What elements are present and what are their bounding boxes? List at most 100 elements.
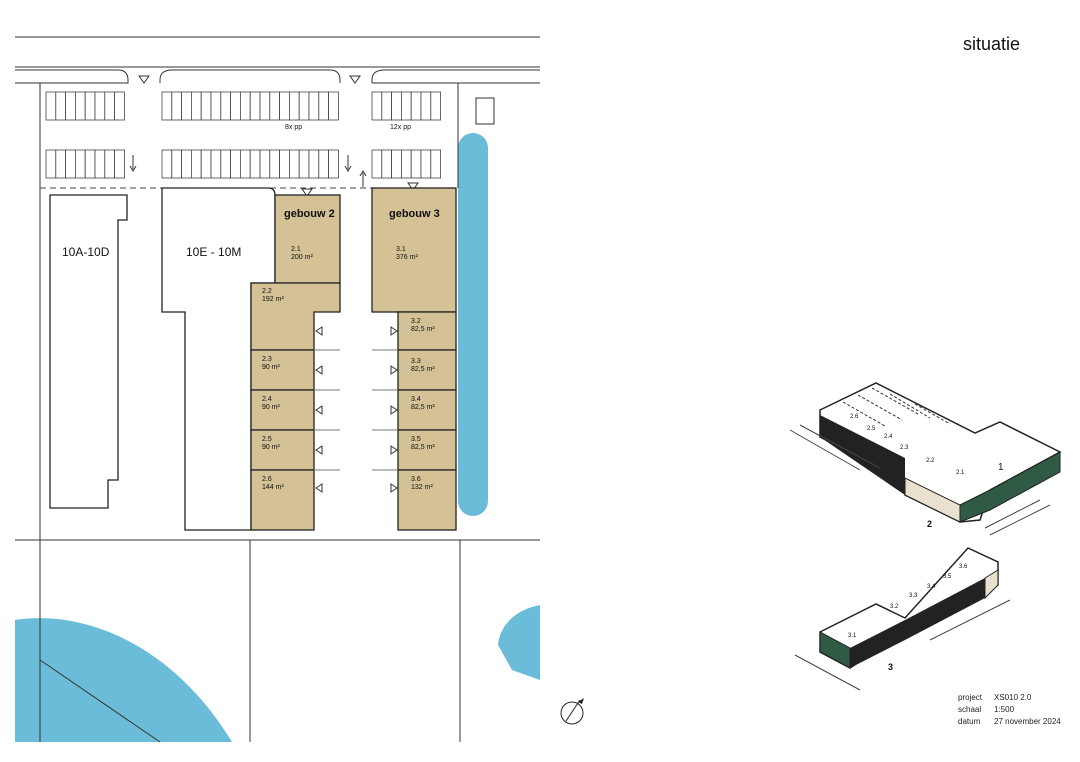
parking-space xyxy=(200,91,212,121)
parking-space xyxy=(328,91,339,121)
unit-label: 2.6 xyxy=(262,476,272,483)
unit-label: 2.3 xyxy=(262,356,272,363)
info-key: datum xyxy=(958,717,981,726)
entrance-marker xyxy=(390,326,398,336)
entrance-marker xyxy=(315,483,323,493)
unit-label: 2.1 xyxy=(291,246,301,253)
unit-label: 3.5 xyxy=(411,436,421,443)
entrance-marker xyxy=(390,483,398,493)
parking-space xyxy=(84,149,96,179)
parking-space xyxy=(220,91,232,121)
gebouw-2-label: gebouw 2 xyxy=(284,208,335,220)
parking-space xyxy=(200,149,212,179)
water-strip xyxy=(458,133,488,516)
unit-label: 200 m² xyxy=(291,254,313,261)
parking-space xyxy=(45,91,57,121)
iso-building-3 xyxy=(794,547,1011,691)
parking-space xyxy=(381,149,392,179)
parking-space xyxy=(104,91,116,121)
iso-unit-label: 3.5 xyxy=(943,574,952,580)
unit-2-3[interactable] xyxy=(250,349,315,391)
parking-space xyxy=(114,149,125,179)
unit-label: 90 m² xyxy=(262,444,281,451)
parking-space xyxy=(65,149,76,179)
parking-space xyxy=(308,91,320,121)
parking-space xyxy=(269,91,280,121)
parking-space xyxy=(400,149,412,179)
unit-2-6[interactable] xyxy=(250,469,315,531)
parking-space xyxy=(279,149,290,179)
iso-unit-label: 2.6 xyxy=(850,414,859,420)
parking-space xyxy=(220,149,232,179)
entrance-marker xyxy=(315,326,323,336)
parking-space xyxy=(84,91,96,121)
iso-unit-label: 3.2 xyxy=(890,604,899,610)
parking-space xyxy=(318,91,329,121)
unit-2-5[interactable] xyxy=(250,429,315,471)
info-key: schaal xyxy=(958,705,982,714)
parking-space xyxy=(328,149,339,179)
parking-space xyxy=(420,91,432,121)
parking-space xyxy=(259,149,271,179)
parking-space xyxy=(279,91,290,121)
unit-label: 3.3 xyxy=(411,358,421,365)
iso-unit-label: 3.4 xyxy=(927,584,936,590)
info-value: 27 november 2024 xyxy=(994,717,1061,726)
parking-space xyxy=(381,91,392,121)
info-value: XS010 2.0 xyxy=(994,693,1032,702)
iso-unit-label: 3.1 xyxy=(848,633,857,639)
parking-space xyxy=(269,149,280,179)
parking-space xyxy=(249,91,261,121)
unit-2-1[interactable] xyxy=(274,194,341,284)
parking-space xyxy=(181,91,192,121)
iso-building-3-number: 3 xyxy=(888,662,893,672)
parking-space xyxy=(391,149,402,179)
unit-label: 82,5 m² xyxy=(411,444,435,451)
gebouw-3-label: gebouw 3 xyxy=(389,208,440,220)
parking-space xyxy=(249,149,261,179)
parking-space xyxy=(371,91,383,121)
unit-3-2[interactable] xyxy=(397,311,457,351)
unit-2-4[interactable] xyxy=(250,389,315,431)
parking-space xyxy=(45,149,57,179)
parking-space xyxy=(420,149,432,179)
entrance-marker xyxy=(315,445,323,455)
unit-3-4[interactable] xyxy=(397,389,457,431)
pond-right xyxy=(498,605,540,680)
parking-space xyxy=(430,149,441,179)
entrance-marker xyxy=(315,405,323,415)
unit-label: 2.5 xyxy=(262,436,272,443)
entrance-marker xyxy=(390,365,398,375)
parking-space xyxy=(400,91,412,121)
parking-space xyxy=(259,91,271,121)
unit-label: 3.1 xyxy=(396,246,406,253)
parking-space xyxy=(94,149,106,179)
iso-building-2-number: 2 xyxy=(927,519,932,529)
iso-unit-label: 2.3 xyxy=(900,445,909,451)
parking-space xyxy=(371,149,383,179)
road-lines xyxy=(15,36,540,743)
unit-label: 192 m² xyxy=(262,296,284,303)
info-key: project xyxy=(958,693,983,702)
parking-space xyxy=(55,91,66,121)
gebouw-3 xyxy=(371,187,457,531)
parking-space xyxy=(210,149,222,179)
parking-space xyxy=(298,91,310,121)
parking-space xyxy=(75,91,86,121)
parking-label: 12x pp xyxy=(390,124,411,131)
parking-space xyxy=(65,91,76,121)
unit-3-1[interactable] xyxy=(371,187,457,313)
parking-space xyxy=(230,91,241,121)
unit-3-6[interactable] xyxy=(397,469,457,531)
entrance-marker xyxy=(390,405,398,415)
building-10e-10m xyxy=(161,187,276,531)
building-label: 10E - 10M xyxy=(186,245,241,259)
parking-space xyxy=(75,149,86,179)
unit-label: 3.4 xyxy=(411,396,421,403)
parking-space xyxy=(239,91,251,121)
